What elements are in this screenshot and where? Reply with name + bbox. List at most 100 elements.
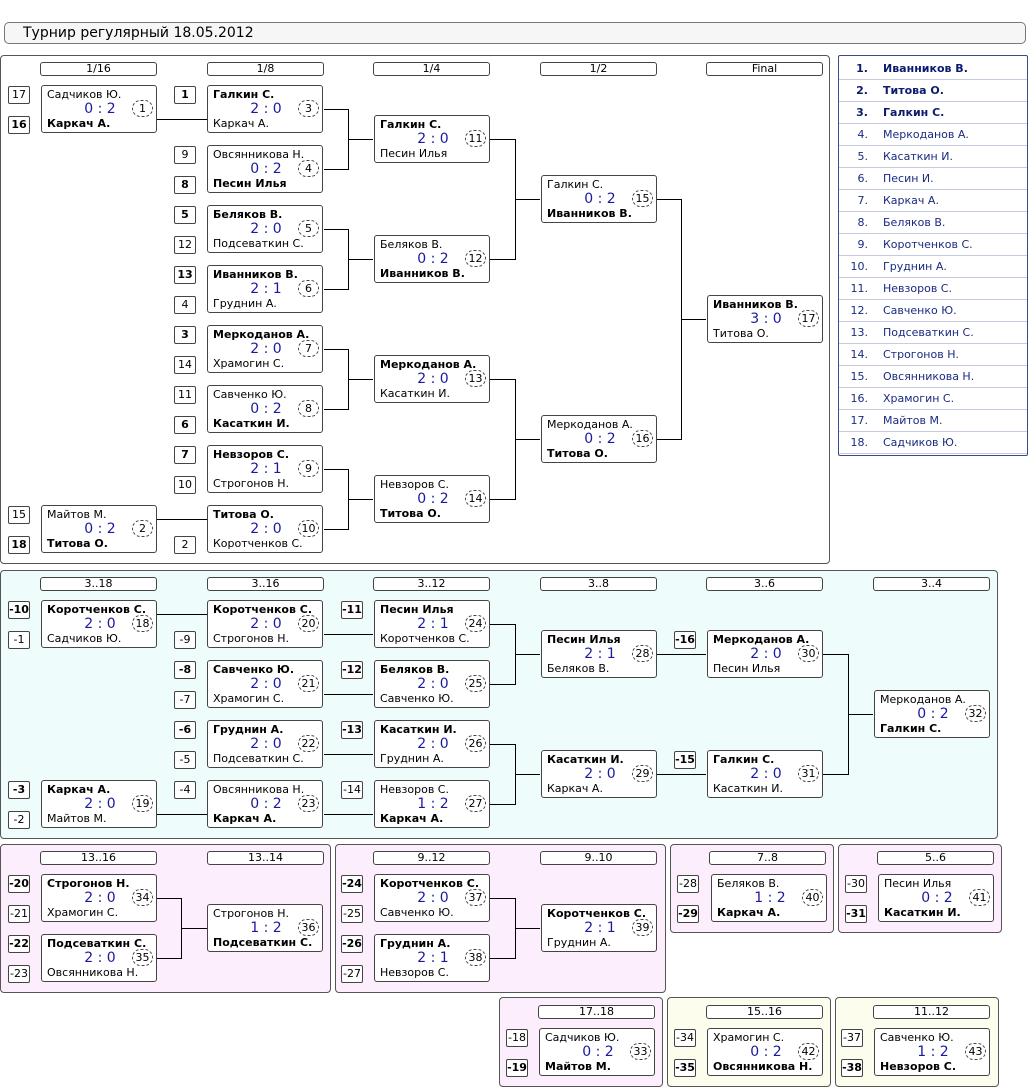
match-number: 35 — [132, 949, 153, 966]
match-number: 17 — [798, 310, 819, 327]
match-score: 2 : 0 — [250, 616, 282, 632]
player-name: Титова О. — [380, 508, 441, 520]
match-score: 2 : 0 — [417, 736, 449, 752]
player-name: Коротченков С. — [213, 604, 313, 616]
standings-rank: 12. — [850, 304, 869, 317]
match-number: 22 — [298, 735, 319, 752]
match-score: 2 : 0 — [84, 616, 116, 632]
seed-box: -18 — [506, 1029, 528, 1047]
standings-rank: 5. — [857, 150, 869, 163]
round-header: 9..10 — [540, 851, 657, 865]
standings-player: Галкин С. — [883, 106, 945, 119]
player-name: Майтов М. — [47, 509, 107, 521]
player-name: Подсеваткин С. — [213, 753, 304, 765]
player-name: Песин Илья — [380, 148, 448, 160]
player-name: Храмогин С. — [713, 1032, 785, 1044]
seed-box: -10 — [8, 601, 30, 619]
standings-row: 2.Титова О. — [839, 80, 1027, 102]
player-name: Груднин А. — [547, 937, 611, 949]
seed-box: -6 — [174, 721, 196, 739]
player-name: Строгонов Н. — [213, 633, 289, 645]
player-name: Каркач А. — [380, 813, 444, 825]
player-name: Галкин С. — [547, 179, 604, 191]
round-header: 1/16 — [40, 62, 157, 76]
match-number: 13 — [465, 370, 486, 387]
standings-row: 15.Овсянникова Н. — [839, 366, 1027, 388]
player-name: Груднин А. — [213, 298, 277, 310]
bracket-connector — [348, 379, 373, 380]
standings-rank: 13. — [850, 326, 869, 339]
bracket-connector — [490, 624, 516, 625]
seed-box: -16 — [674, 631, 696, 649]
match-number: 29 — [632, 765, 653, 782]
player-name: Коротченков С. — [213, 538, 303, 550]
round-header: 13..16 — [40, 851, 157, 865]
standings-rank: 15. — [850, 370, 869, 383]
seed-box: 3 — [174, 326, 196, 344]
bracket-connector — [348, 499, 373, 500]
match-number: 19 — [132, 795, 153, 812]
standings-rank: 18. — [850, 436, 869, 449]
match-number: 20 — [298, 615, 319, 632]
standings-player: Титова О. — [883, 84, 944, 97]
standings-player: Груднин А. — [883, 260, 947, 273]
match-score: 0 : 2 — [250, 401, 282, 417]
bracket-connector — [157, 958, 182, 959]
match-number: 3 — [298, 100, 319, 117]
bracket-connector — [490, 139, 516, 140]
player-name: Галкин С. — [213, 89, 275, 101]
match-score: 0 : 2 — [917, 706, 949, 722]
match-number: 11 — [465, 130, 486, 147]
seed-box: 14 — [174, 356, 196, 374]
standings-player: Строгонов Н. — [883, 348, 959, 361]
player-name: Храмогин С. — [213, 693, 285, 705]
seed-box: 15 — [8, 506, 30, 524]
standings-row: 18.Садчиков Ю. — [839, 432, 1027, 454]
match-number: 9 — [298, 460, 319, 477]
standings-row: 5.Касаткин И. — [839, 146, 1027, 168]
